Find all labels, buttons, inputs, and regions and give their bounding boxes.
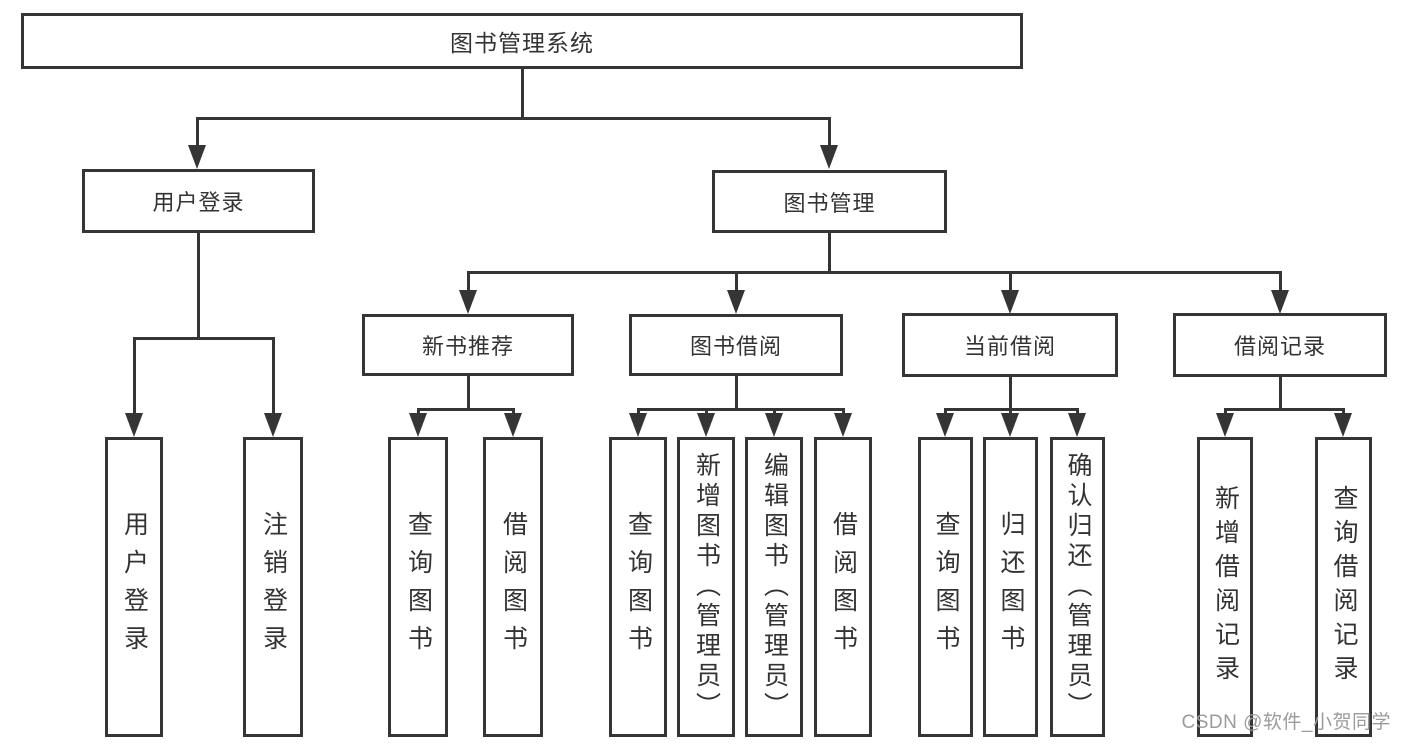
connector-hline [417,408,515,411]
connector-hline [196,117,831,120]
arrow-down-icon [936,413,954,437]
connector-vline [773,408,776,415]
leaf-add-book-admin: 新增图书（管理员） [677,437,735,737]
arrow-down-icon [629,413,647,437]
connector-vline [512,408,515,415]
leaf-query-book-borrow: 查询图书 [609,437,667,737]
connector-vline [828,117,831,147]
arrow-down-icon [504,413,522,437]
leaf-label: 注销登录 [259,511,288,663]
connector-vline [735,271,738,292]
arrow-down-icon [727,290,745,314]
node-library-management-system: 图书管理系统 [21,13,1023,69]
connector-vline [1224,408,1227,415]
connector-vline [467,376,470,408]
leaf-label: 新增借阅记录 [1211,485,1240,689]
connector-vline [705,408,708,415]
leaf-borrow-book-recommend: 借阅图书 [483,437,543,737]
connector-vline [828,233,831,271]
csdn-watermark: CSDN @软件_小贺同学 [1181,712,1391,733]
leaf-label: 归还图书 [997,511,1025,663]
node-label: 用户登录 [152,190,245,215]
connector-vline [197,233,200,337]
connector-vline [1009,376,1012,408]
arrow-down-icon [820,145,838,169]
connector-vline [467,271,470,292]
arrow-down-icon [459,290,477,314]
connector-vline [417,408,420,415]
arrow-down-icon [1001,290,1019,314]
node-user-login: 用户登录 [82,169,315,233]
arrow-down-icon [125,413,143,437]
leaf-label: 借阅图书 [499,511,528,663]
leaf-label: 查询借阅记录 [1330,485,1358,689]
leaf-label: 查询图书 [404,511,433,663]
connector-hline [637,408,845,411]
leaf-query-book-current: 查询图书 [918,437,973,737]
connector-vline [944,408,947,415]
leaf-edit-book-admin: 编辑图书（管理员） [745,437,803,737]
arrow-down-icon [264,413,282,437]
arrow-down-icon [834,413,852,437]
connector-vline [1342,408,1345,415]
node-label: 图书借阅 [689,334,782,359]
connector-vline [735,376,738,408]
leaf-return-book: 归还图书 [983,437,1038,737]
node-label: 借阅记录 [1233,334,1326,359]
arrow-down-icon [697,413,715,437]
arrow-down-icon [1068,413,1086,437]
leaf-add-borrow-record: 新增借阅记录 [1197,437,1253,737]
connector-vline [1009,408,1012,415]
node-label: 新书推荐 [421,334,514,359]
arrow-down-icon [1216,413,1234,437]
node-book-management: 图书管理 [712,170,947,233]
connector-hline [467,271,1282,274]
leaf-label: 确认归还（管理员） [1064,452,1092,722]
connector-vline [842,408,845,415]
leaf-borrow-book: 借阅图书 [814,437,872,737]
node-current-borrow: 当前借阅 [902,313,1118,377]
node-book-borrow: 图书借阅 [629,314,843,376]
connector-hline [133,337,275,340]
leaf-logout: 注销登录 [243,437,303,737]
leaf-confirm-return-admin: 确认归还（管理员） [1050,437,1105,737]
leaf-label: 查询图书 [624,511,653,663]
connector-vline [1279,271,1282,292]
leaf-label: 编辑图书（管理员） [760,452,789,722]
arrow-down-icon [188,145,206,169]
leaf-query-book-recommend: 查询图书 [388,437,448,737]
node-borrow-records: 借阅记录 [1173,313,1387,377]
arrow-down-icon [409,413,427,437]
connector-vline [1279,376,1282,408]
leaf-user-login: 用户登录 [105,437,163,737]
connector-vline [521,69,524,117]
connector-vline [1009,271,1012,292]
node-label: 图书管理系统 [450,30,594,56]
leaf-label: 新增图书（管理员） [692,452,721,722]
connector-vline [133,337,136,415]
node-label: 当前借阅 [963,334,1056,359]
leaf-query-borrow-record: 查询借阅记录 [1315,437,1372,737]
leaf-label: 用户登录 [120,511,149,663]
connector-vline [1076,408,1079,415]
node-label: 图书管理 [783,190,876,216]
connector-vline [272,337,275,415]
leaf-label: 借阅图书 [829,511,858,663]
arrow-down-icon [765,413,783,437]
connector-hline [1224,408,1345,411]
leaf-label: 查询图书 [932,511,960,663]
arrow-down-icon [1001,413,1019,437]
connector-vline [637,408,640,415]
node-new-book-recommend: 新书推荐 [362,314,574,376]
arrow-down-icon [1271,290,1289,314]
connector-vline [196,117,199,147]
arrow-down-icon [1334,413,1352,437]
